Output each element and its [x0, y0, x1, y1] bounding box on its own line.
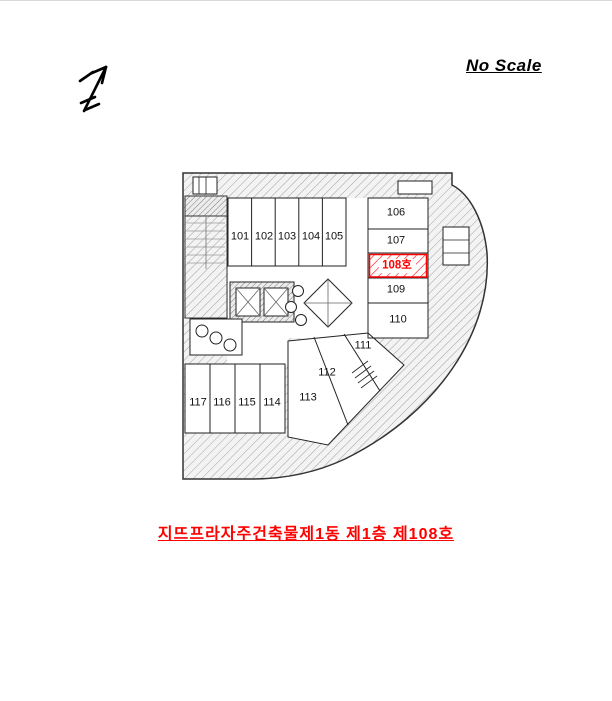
room-label: 102 — [254, 230, 274, 243]
north-arrow-icon — [78, 65, 108, 113]
bottom-room-row — [184, 363, 286, 434]
restroom-fixtures-icon — [189, 318, 243, 356]
wing-stairs-icon — [351, 360, 378, 389]
service-boxes — [192, 176, 470, 266]
ramp-block — [184, 195, 228, 319]
stairs-icon — [303, 278, 353, 328]
room-label: 110 — [389, 313, 407, 326]
room-label: 117 — [189, 396, 207, 409]
elevator-icon — [229, 281, 295, 323]
room-label-highlighted: 108호 — [379, 259, 415, 273]
right-room-column — [367, 197, 429, 339]
room-label: 112 — [318, 366, 336, 379]
caption: 지뜨프라자주건축물제1동 제1층 제108호 — [157, 526, 455, 543]
room-label: 101 — [230, 230, 250, 243]
room-label: 114 — [263, 396, 281, 409]
room-label: 113 — [299, 391, 317, 404]
column-icons — [285, 285, 307, 326]
room-label: 115 — [238, 396, 256, 409]
room-label: 106 — [386, 206, 406, 219]
room-label: 105 — [324, 230, 344, 243]
room-label: 116 — [213, 396, 231, 409]
room-label: 104 — [301, 230, 321, 243]
room-label: 109 — [386, 283, 406, 296]
no-scale-note: No Scale — [466, 56, 542, 75]
room-label: 107 — [386, 234, 406, 247]
diagonal-wing — [287, 332, 405, 446]
room-label: 103 — [277, 230, 297, 243]
room-label: 111 — [354, 339, 372, 352]
